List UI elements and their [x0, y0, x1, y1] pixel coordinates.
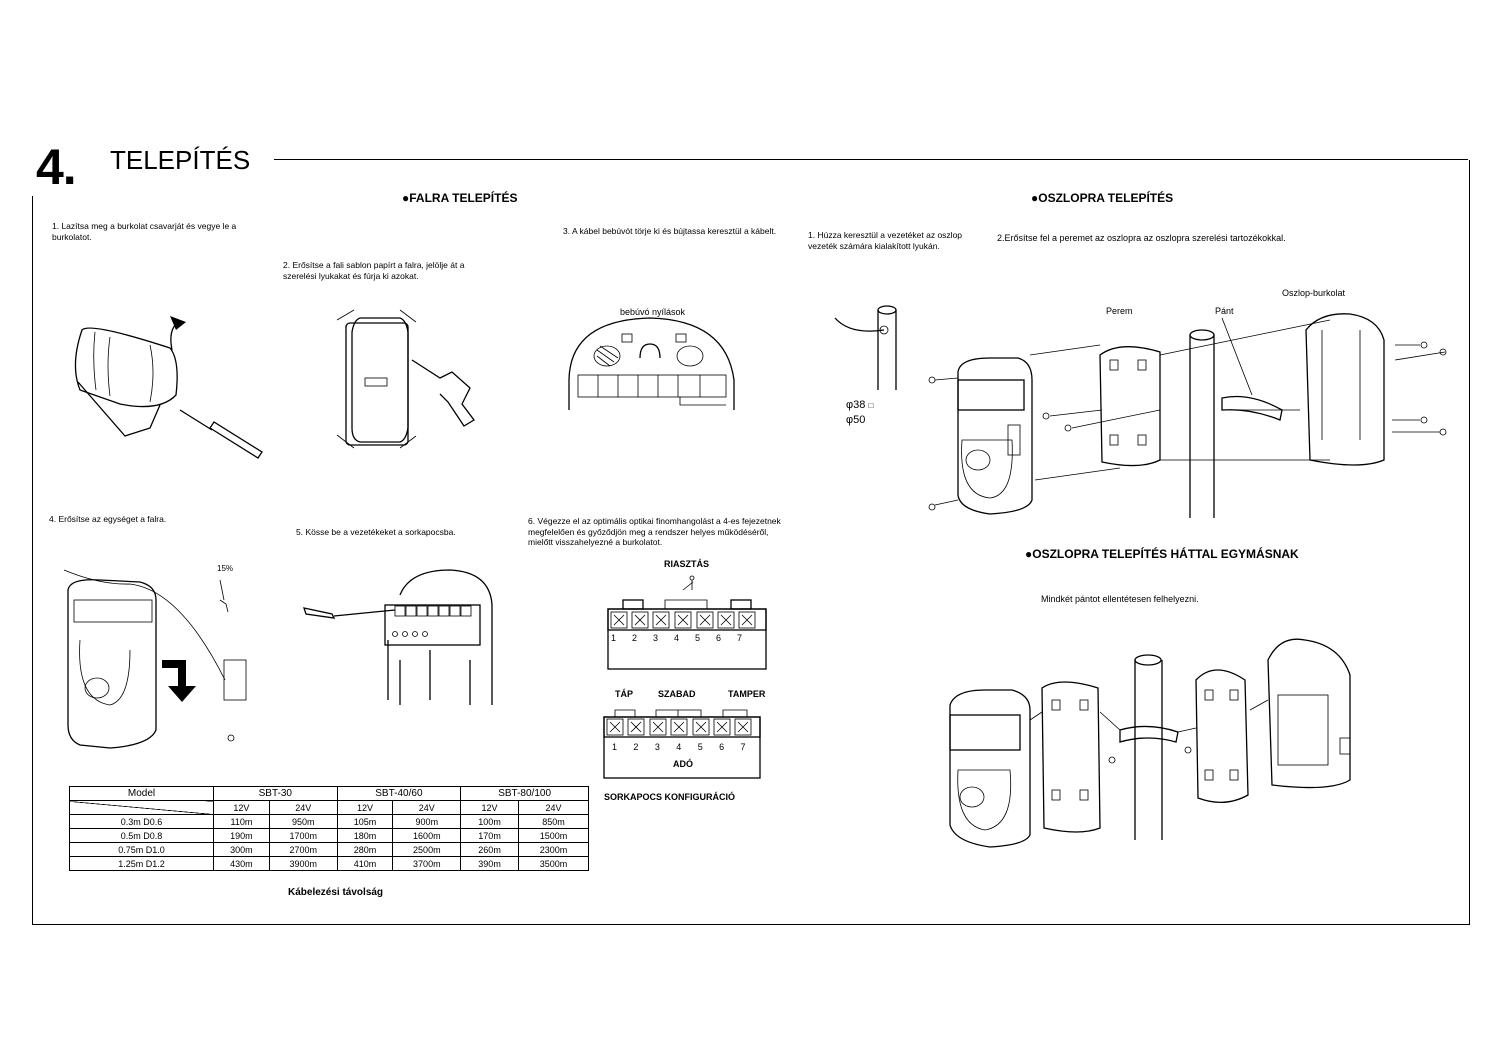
- row-label: 0.3m D0.6: [69, 814, 214, 829]
- knockouts-label: bebúvó nyílások: [620, 307, 686, 317]
- section-number: 4.: [36, 139, 77, 195]
- transmitter-terminal-numbers: 1 2 3 4 5 6 7: [612, 742, 762, 752]
- diameter-50: φ50: [846, 414, 866, 426]
- group-header: SBT-80/100: [460, 786, 589, 801]
- table-header-row: Model SBT-30 SBT-40/60 SBT-80/100: [69, 786, 589, 801]
- tx-num-7: 7: [740, 742, 746, 752]
- table-cell: 3900m: [268, 856, 338, 871]
- wall-step-1: 1. Lazítsa meg a burkolat csavarját és v…: [52, 221, 237, 242]
- wall-step-3: 3. A kábel bebúvót törje ki és bújtassa …: [563, 226, 777, 236]
- row-label: 1.25m D1.2: [69, 856, 214, 871]
- tx-num-2: 2: [633, 742, 639, 752]
- voltage-cell: 24V: [392, 800, 462, 815]
- cover-label: Oszlop-burkolat: [1282, 288, 1346, 298]
- voltage-cell: 12V: [213, 800, 270, 815]
- table-cell: 260m: [460, 842, 519, 857]
- table-cell: 900m: [392, 814, 462, 829]
- tx-num-1: 1: [612, 742, 618, 752]
- rx-num-5: 5: [695, 633, 701, 643]
- table-cell: 180m: [336, 828, 394, 843]
- rx-num-2: 2: [632, 633, 638, 643]
- table-cell: 170m: [460, 828, 519, 843]
- table-cell: 430m: [213, 856, 270, 871]
- voltage-cell: 12V: [336, 800, 394, 815]
- table-cell: 100m: [460, 814, 519, 829]
- pole-back-note: Mindkét pántot ellentétesen felhelyezni.: [1041, 594, 1199, 604]
- pole-back-section-title: ●OSZLOPRA TELEPÍTÉS HÁTTAL EGYMÁSNAK: [1025, 547, 1299, 561]
- wall-section-title: ●FALRA TELEPÍTÉS: [402, 191, 518, 205]
- perem-label: Perem: [1106, 306, 1133, 316]
- tx-num-6: 6: [719, 742, 725, 752]
- table-cell: 2300m: [517, 842, 590, 857]
- table-cell: 110m: [213, 814, 270, 829]
- table-cell: 280m: [336, 842, 394, 857]
- table-cell: 390m: [460, 856, 519, 871]
- table-cell: 2500m: [392, 842, 462, 857]
- table-cell: 300m: [213, 842, 270, 857]
- tx-num-3: 3: [654, 742, 660, 752]
- table-cell: 190m: [213, 828, 270, 843]
- receiver-terminal-numbers: 1 2 3 4 5 6 7: [611, 633, 761, 643]
- table-row: 0.75m D1.0 300m 2700m 280m 2500m 260m 23…: [69, 842, 590, 857]
- table-cell: 2700m: [268, 842, 338, 857]
- voltage-row: 12V 24V 12V 24V 12V 24V: [69, 800, 590, 815]
- wall-step-5: 5. Kösse be a vezetékeket a sorkapocsba.: [296, 527, 456, 537]
- angle-label: 15%: [217, 564, 234, 573]
- voltage-cell: 24V: [268, 800, 338, 815]
- group-header: SBT-30: [213, 786, 338, 801]
- model-header: Model: [69, 786, 214, 801]
- table-caption: Kábelezési távolság: [288, 887, 384, 898]
- wall-step-2: 2. Erősítse a fali sablon papírt a falra…: [283, 260, 465, 281]
- rx-num-6: 6: [716, 633, 722, 643]
- diagonal-cell: [69, 800, 214, 815]
- wall-step-4: 4. Erősítse az egységet a falra.: [49, 514, 167, 524]
- tx-label: ADÓ: [673, 759, 693, 769]
- terminal-caption: SORKAPOCS KONFIGURÁCIÓ: [604, 792, 736, 802]
- tx-num-4: 4: [676, 742, 682, 752]
- alarm-label: RIASZTÁS: [664, 559, 709, 569]
- receiver-terminal-block: [607, 575, 767, 670]
- page-frame: [32, 160, 1470, 925]
- table-cell: 1700m: [268, 828, 338, 843]
- diameter-38: φ38 □: [846, 399, 874, 411]
- row-label: 0.5m D0.8: [69, 828, 214, 843]
- cable-distance-table: Model SBT-30 SBT-40/60 SBT-80/100 12V 24…: [69, 786, 590, 871]
- pole-section-title: ●OSZLOPRA TELEPÍTÉS: [1031, 191, 1174, 205]
- tx-power-label: TÁP: [615, 689, 633, 699]
- pant-label: Pánt: [1215, 306, 1234, 316]
- transmitter-terminal-block: [603, 709, 761, 779]
- rx-num-1: 1: [611, 633, 617, 643]
- header-rule: [274, 159, 1468, 160]
- table-row: 0.5m D0.8 190m 1700m 180m 1600m 170m 150…: [69, 828, 590, 843]
- group-header: SBT-40/60: [336, 786, 462, 801]
- pole-step-2: 2.Erősítse fel a peremet az oszlopra az …: [997, 233, 1286, 243]
- rx-num-7: 7: [737, 633, 743, 643]
- voltage-cell: 24V: [517, 800, 590, 815]
- table-row: 0.3m D0.6 110m 950m 105m 900m 100m 850m: [69, 814, 590, 829]
- table-cell: 850m: [517, 814, 590, 829]
- table-cell: 950m: [268, 814, 338, 829]
- tx-num-5: 5: [697, 742, 703, 752]
- table-cell: 410m: [336, 856, 394, 871]
- table-row: 1.25m D1.2 430m 3900m 410m 3700m 390m 35…: [69, 856, 590, 871]
- table-cell: 3700m: [392, 856, 462, 871]
- tx-tamper-label: TAMPER: [728, 689, 766, 699]
- tx-free-label: SZABAD: [658, 689, 696, 699]
- table-cell: 105m: [336, 814, 394, 829]
- table-cell: 3500m: [517, 856, 590, 871]
- table-cell: 1600m: [392, 828, 462, 843]
- table-cell: 1500m: [517, 828, 590, 843]
- voltage-cell: 12V: [460, 800, 519, 815]
- wall-step-6: 6. Végezze el az optimális optikai finom…: [528, 516, 781, 547]
- rx-num-4: 4: [674, 633, 680, 643]
- page-title: TELEPÍTÉS: [110, 145, 251, 175]
- rx-num-3: 3: [653, 633, 659, 643]
- pole-step-1: 1. Húzza keresztül a vezetéket az oszlop…: [808, 230, 963, 251]
- row-label: 0.75m D1.0: [69, 842, 214, 857]
